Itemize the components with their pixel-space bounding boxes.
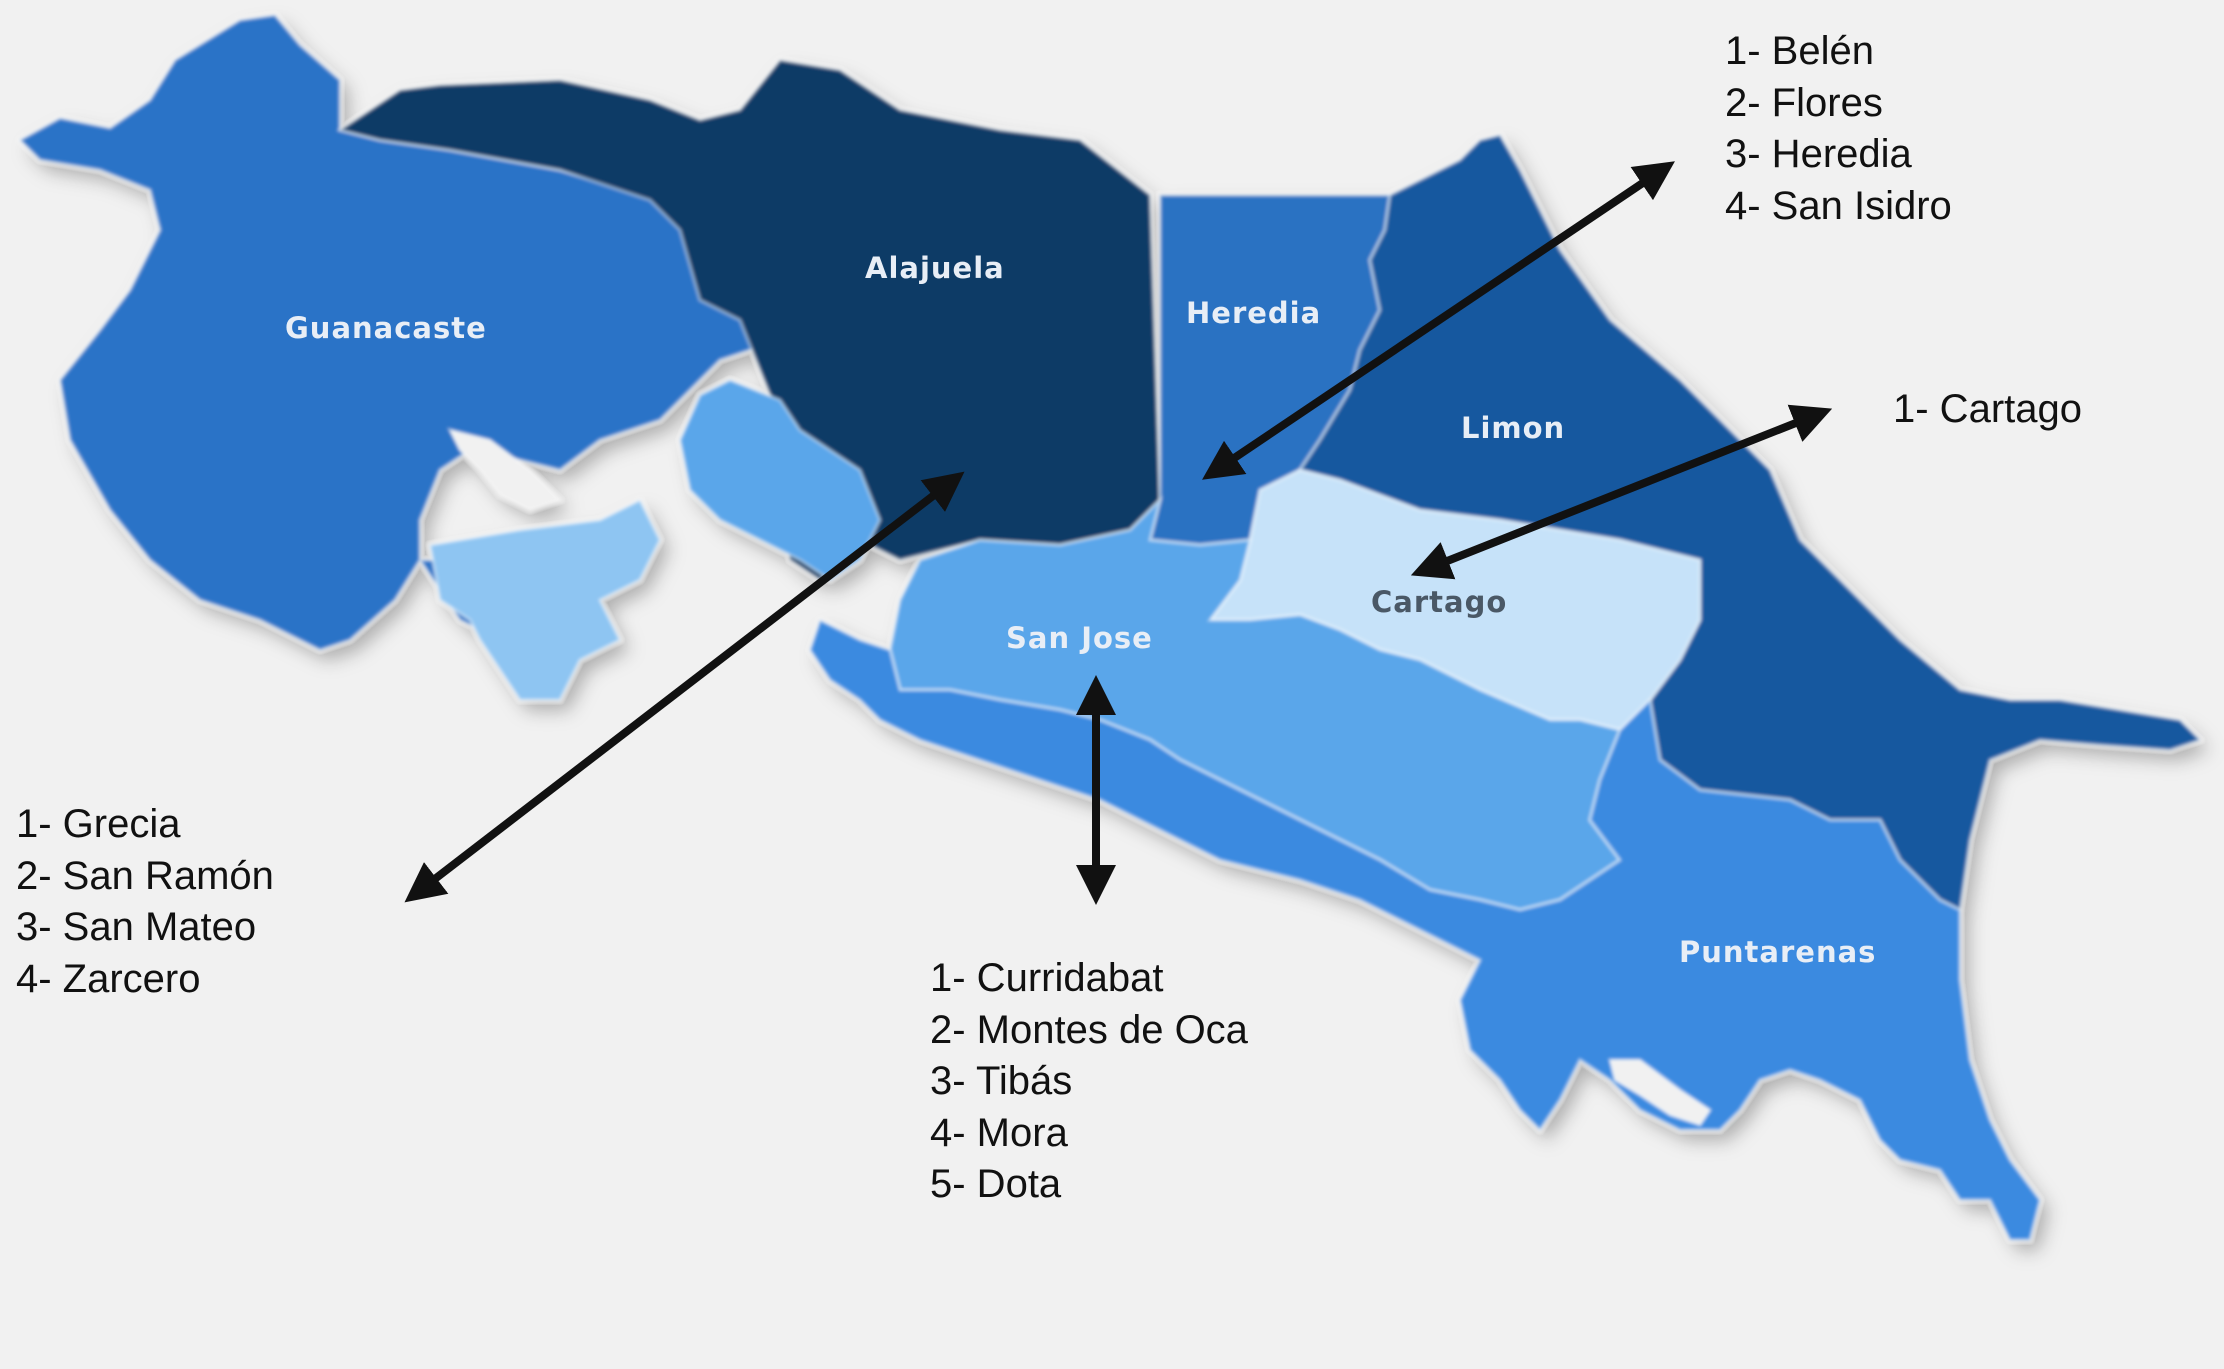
canton-item: 1- Belén <box>1725 29 1874 73</box>
province-puntarenas-nicoya <box>428 497 662 702</box>
label-puntarenas: Puntarenas <box>1679 935 1876 969</box>
canton-item: 1- Curridabat <box>930 956 1164 1000</box>
canton-item: 3- Heredia <box>1725 132 1912 176</box>
canton-item: 4- San Isidro <box>1725 183 1952 228</box>
callout-heredia-cantons: 1- Belén 2- Flores 3- Heredia 4- San Isi… <box>1725 26 1952 232</box>
callout-san-jose-cantons: 1- Curridabat 2- Montes de Oca 3- Tibás … <box>930 953 1248 1211</box>
label-guanacaste: Guanacaste <box>285 311 487 345</box>
label-alajuela: Alajuela <box>865 251 1005 285</box>
label-san-jose: San Jose <box>1006 621 1153 655</box>
canton-item: 1- Grecia <box>16 802 181 846</box>
canton-item: 4- Zarcero <box>16 956 201 1001</box>
canton-item: 1- Cartago <box>1893 387 2082 431</box>
arrow-alajuela <box>404 471 965 903</box>
label-cartago: Cartago <box>1371 585 1507 619</box>
province-puntarenas-gulf <box>1608 1058 1713 1127</box>
province-puntarenas <box>808 617 2042 1242</box>
canton-item: 5- Dota <box>930 1162 1062 1206</box>
canton-item: 3- San Mateo <box>16 905 257 949</box>
canton-item: 3- Tibás <box>930 1059 1073 1103</box>
canton-item: 2- Montes de Oca <box>930 1007 1248 1052</box>
canton-item: 2- San Ramón <box>16 853 274 898</box>
callout-cartago-cantons: 1- Cartago <box>1893 384 2082 436</box>
label-heredia: Heredia <box>1186 296 1321 330</box>
arrow-heredia <box>1202 161 1675 480</box>
province-guanacaste <box>17 13 782 652</box>
callout-alajuela-cantons: 1- Grecia 2- San Ramón 3- San Mateo 4- Z… <box>16 799 274 1005</box>
canton-item: 2- Flores <box>1725 80 1883 125</box>
arrow-cartago <box>1410 404 1833 580</box>
canton-item: 4- Mora <box>930 1110 1068 1155</box>
label-limon: Limon <box>1461 411 1565 445</box>
